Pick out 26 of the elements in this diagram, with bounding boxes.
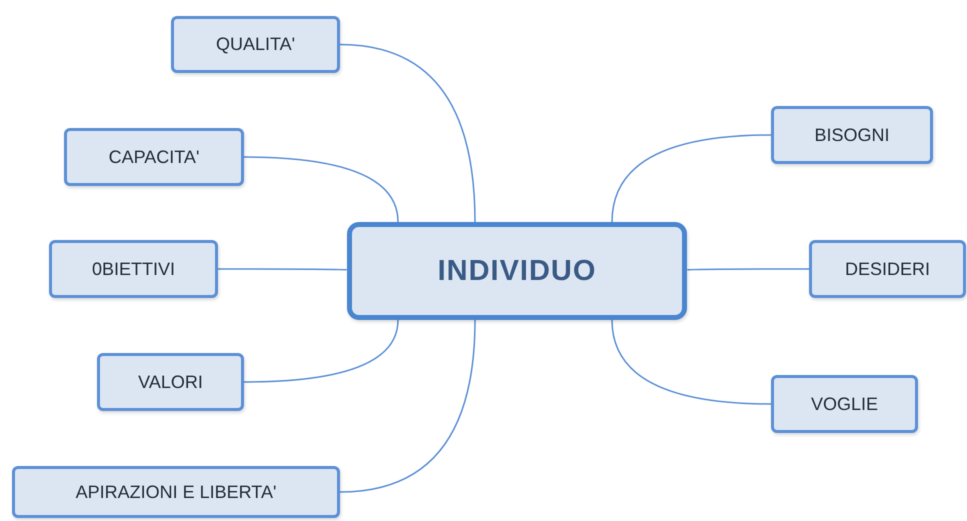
topic-label: INDIVIDUO xyxy=(438,254,596,288)
connector-line xyxy=(611,320,772,405)
topic-label: VOGLIE xyxy=(810,394,878,414)
topic-box xyxy=(64,128,244,186)
connector-line xyxy=(244,156,399,222)
topic-label: APIRAZIONI E LIBERTA' xyxy=(76,482,276,502)
topic-label: CAPACITA' xyxy=(108,146,200,168)
central-topic-box xyxy=(347,222,687,320)
topic-box xyxy=(49,240,218,298)
topic-box xyxy=(771,375,918,433)
topic-label: QUALITA' xyxy=(216,34,296,55)
topic-box xyxy=(171,16,340,73)
connector-line xyxy=(686,268,809,271)
connector-line xyxy=(218,268,348,271)
topic-box xyxy=(809,240,966,298)
connector-line xyxy=(340,320,476,493)
topic-label: VALORI xyxy=(138,372,203,392)
topic-box xyxy=(97,353,244,411)
connector-line xyxy=(611,134,772,222)
topic-label: 0BIETTIVI xyxy=(92,258,176,280)
topic-label: BISOGNI xyxy=(814,124,890,146)
topic-label: DESIDERI xyxy=(844,258,930,280)
topic-box xyxy=(12,466,340,518)
connector-line xyxy=(340,44,476,222)
connector-line xyxy=(244,320,399,383)
topic-box xyxy=(771,106,933,164)
